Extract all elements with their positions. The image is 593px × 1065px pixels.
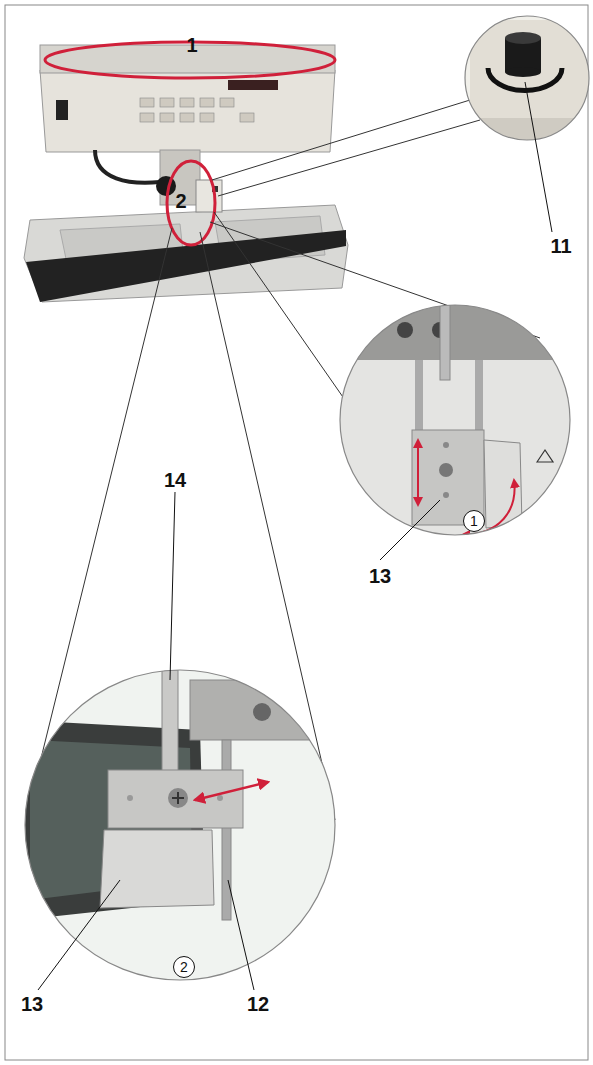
callout-number: 1 — [186, 35, 197, 55]
knob-detail — [460, 10, 593, 150]
callout-leaders — [38, 82, 552, 990]
frame — [5, 5, 588, 1060]
callout-number: 14 — [164, 470, 186, 490]
step-circle: 1 — [463, 510, 485, 532]
callout-number: 11 — [550, 236, 571, 256]
step-number: 2 — [180, 960, 188, 974]
flap-detail-open — [330, 300, 580, 540]
step-circle: 2 — [173, 956, 195, 978]
callout-number: 13 — [21, 994, 43, 1014]
callout-number: 12 — [247, 994, 269, 1014]
callout-number: 2 — [175, 191, 186, 211]
flap-detail-closed — [20, 665, 340, 985]
callout-number: 13 — [369, 566, 391, 586]
step-number: 1 — [470, 514, 478, 528]
